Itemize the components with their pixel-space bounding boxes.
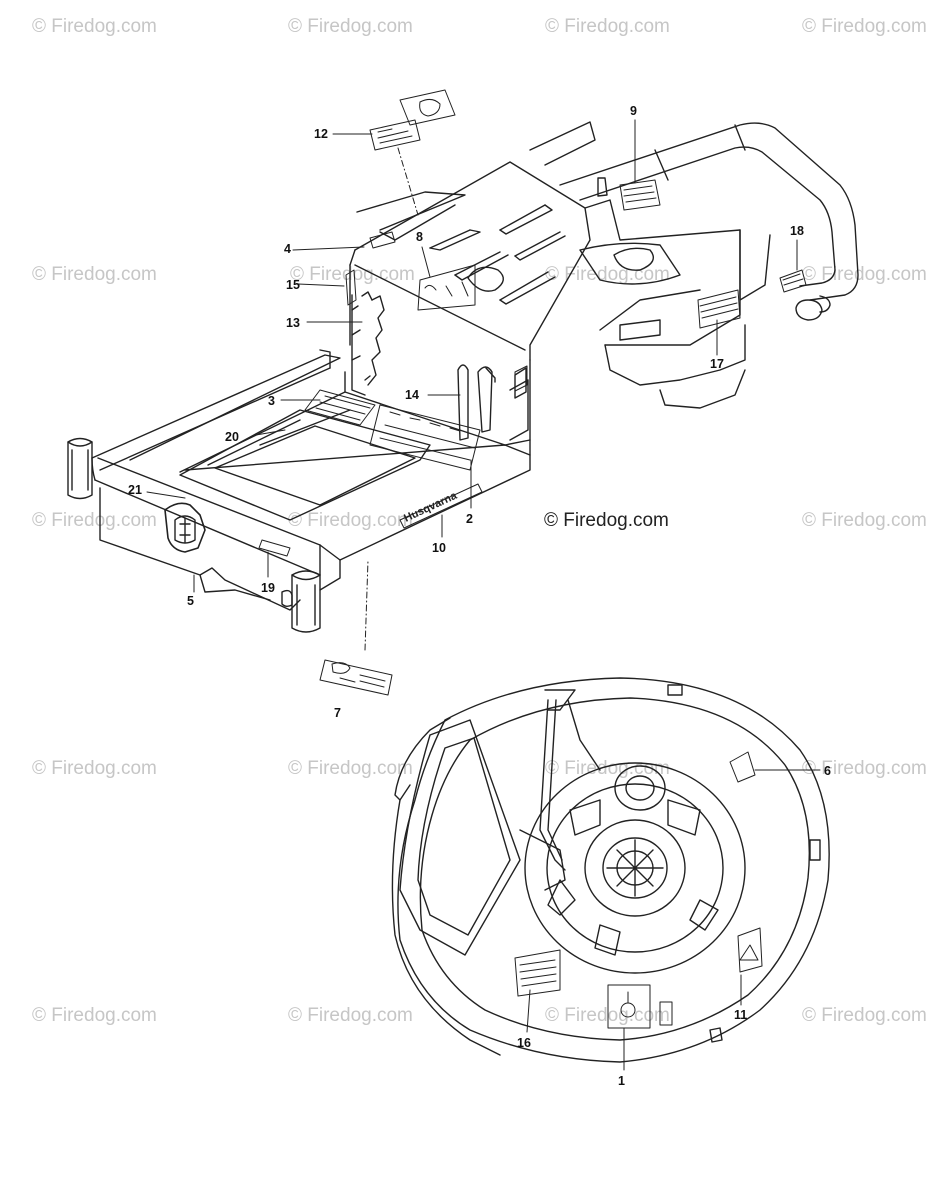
watermark: © Firedog.com	[32, 758, 157, 779]
callout-label: 12	[314, 127, 328, 141]
chassis-decals	[258, 89, 807, 696]
front-caster-left	[67, 437, 93, 500]
callout-label: 20	[225, 430, 239, 444]
callout-label: 8	[416, 230, 423, 244]
watermark: © Firedog.com	[545, 16, 670, 37]
callout-label: 18	[790, 224, 804, 238]
watermark: © Firedog.com	[802, 1005, 927, 1026]
callout-label: 3	[268, 394, 275, 408]
callout-label: 14	[405, 388, 419, 402]
watermark: © Firedog.com	[288, 1005, 413, 1026]
callout-label: 21	[128, 483, 142, 497]
watermark: © Firedog.com	[32, 16, 157, 37]
watermark: © Firedog.com	[288, 758, 413, 779]
watermark: © Firedog.com	[545, 264, 670, 285]
watermark: © Firedog.com	[545, 1005, 670, 1026]
watermark: © Firedog.com	[288, 510, 413, 531]
callout-label: 5	[187, 594, 194, 608]
callout-label: 9	[630, 104, 637, 118]
copyright-notice: © Firedog.com	[544, 510, 669, 531]
floor-pan	[179, 409, 431, 521]
watermark: © Firedog.com	[288, 16, 413, 37]
callout-label: 2	[466, 512, 473, 526]
callout-label: 1	[618, 1074, 625, 1088]
control-levers	[351, 291, 529, 441]
callout-label: 15	[286, 278, 300, 292]
husqvarna-wordmark: Husqvarna	[402, 489, 459, 524]
callout-label: 7	[334, 706, 341, 720]
callout-label: 13	[286, 316, 300, 330]
front-panel	[164, 502, 206, 553]
body-panel	[349, 161, 771, 409]
callout-label: 6	[824, 764, 831, 778]
watermark: © Firedog.com	[802, 16, 927, 37]
watermark: © Firedog.com	[32, 510, 157, 531]
callout-label: 16	[517, 1036, 531, 1050]
callout-label: 17	[710, 357, 724, 371]
husqvarna-logo: Husqvarna	[402, 489, 459, 524]
callout-label: 10	[432, 541, 446, 555]
watermark: © Firedog.com	[802, 758, 927, 779]
watermark: © Firedog.com	[32, 1005, 157, 1026]
callout-label: 11	[734, 1008, 748, 1022]
watermark: © Firedog.com	[802, 264, 927, 285]
leader-lines	[146, 119, 821, 1071]
callout-label: 19	[261, 581, 275, 595]
rear-handle	[529, 121, 859, 321]
callout-label: 4	[284, 242, 291, 256]
mower-deck	[391, 677, 830, 1063]
front-caster-right	[281, 570, 321, 633]
watermark: © Firedog.com	[802, 510, 927, 531]
watermark: © Firedog.com	[32, 264, 157, 285]
